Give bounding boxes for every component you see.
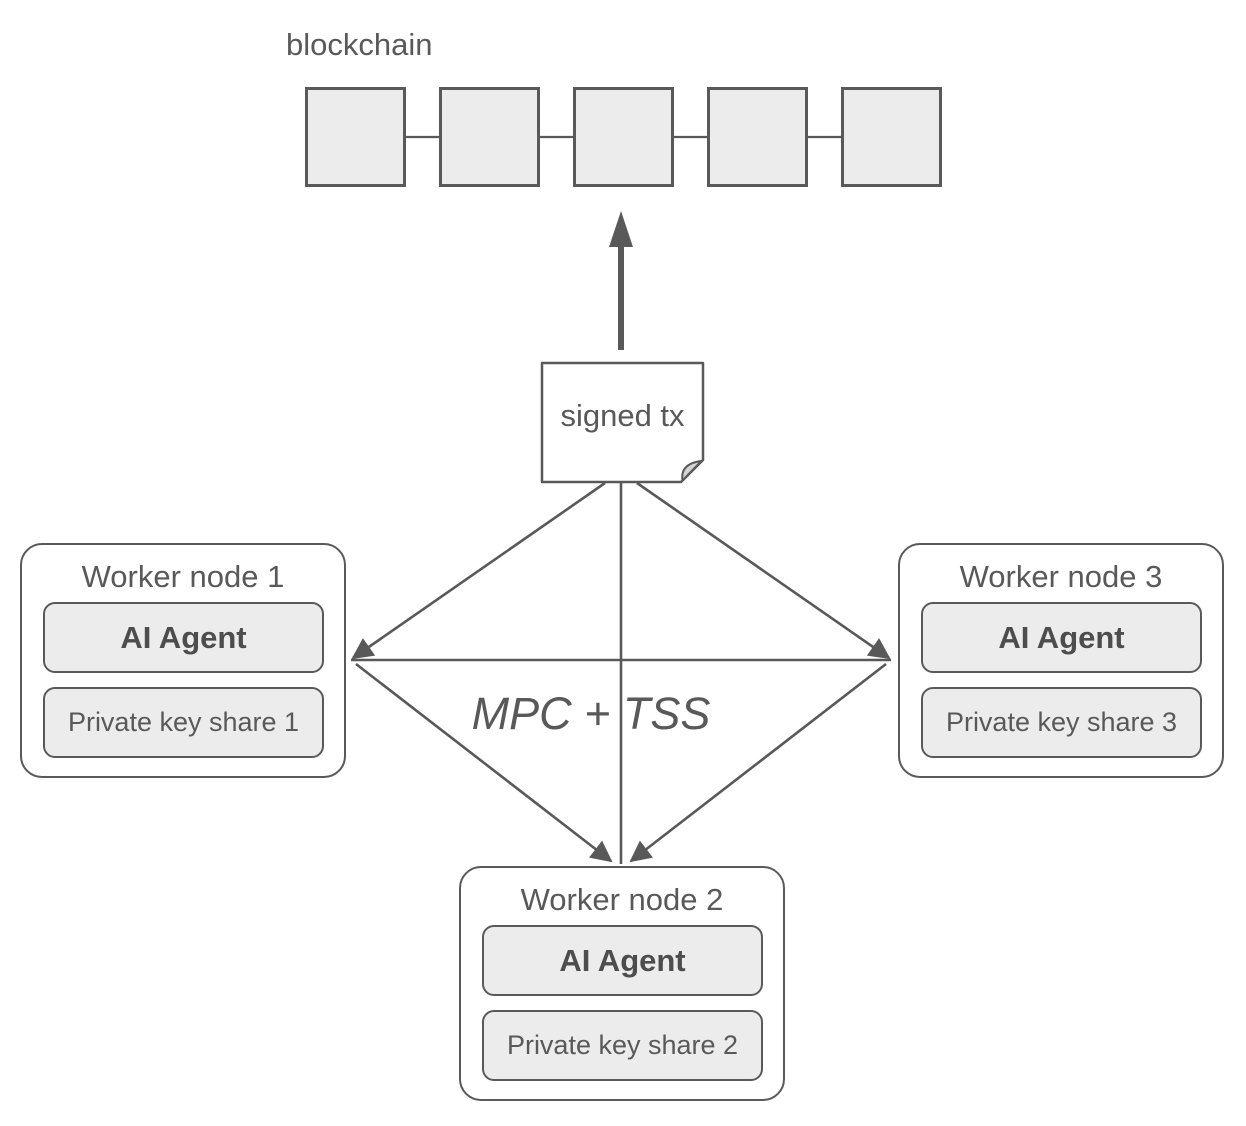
connector-doc-to-node3 (636, 481, 891, 660)
ai-agent-label: AI Agent (120, 619, 247, 655)
ai-agent-label: AI Agent (998, 619, 1125, 655)
folded-corner-icon (681, 460, 703, 482)
blockchain-label: blockchain (286, 27, 433, 62)
connector-doc-to-node1 (351, 481, 606, 660)
signed-tx-to-blockchain-arrow (609, 211, 633, 350)
blockchain-block (707, 87, 808, 187)
worker-node-1-card: Worker node 1 AI Agent Private key share… (20, 543, 346, 778)
worker-node-1-key-share-box: Private key share 1 (43, 687, 324, 758)
protocol-label: MPC + TSS (471, 688, 711, 739)
signed-tx-label: signed tx (560, 398, 685, 433)
worker-node-3-card: Worker node 3 AI Agent Private key share… (898, 543, 1224, 778)
worker-node-3-key-share-box: Private key share 3 (921, 687, 1202, 758)
private-key-share-label: Private key share 3 (945, 707, 1178, 737)
blockchain-blocks (305, 87, 942, 187)
worker-node-2-title: Worker node 2 (520, 882, 724, 917)
blockchain-block (439, 87, 540, 187)
worker-node-2-card: Worker node 2 AI Agent Private key share… (459, 866, 785, 1101)
blockchain-block (305, 87, 406, 187)
up-arrowhead-icon (609, 211, 633, 247)
private-key-share-label: Private key share 2 (506, 1030, 739, 1060)
private-key-share-label: Private key share 1 (67, 707, 300, 737)
blockchain-block (573, 87, 674, 187)
connector-node3-to-node2 (629, 662, 887, 863)
worker-node-2-ai-agent-box: AI Agent (482, 925, 763, 996)
worker-node-3-ai-agent-box: AI Agent (921, 602, 1202, 673)
connector-node1-to-node2 (355, 662, 613, 863)
worker-node-1-ai-agent-box: AI Agent (43, 602, 324, 673)
worker-node-3-title: Worker node 3 (959, 559, 1163, 594)
blockchain-block (841, 87, 942, 187)
worker-node-2-key-share-box: Private key share 2 (482, 1010, 763, 1081)
worker-node-1-title: Worker node 1 (81, 559, 285, 594)
ai-agent-label: AI Agent (559, 942, 686, 978)
